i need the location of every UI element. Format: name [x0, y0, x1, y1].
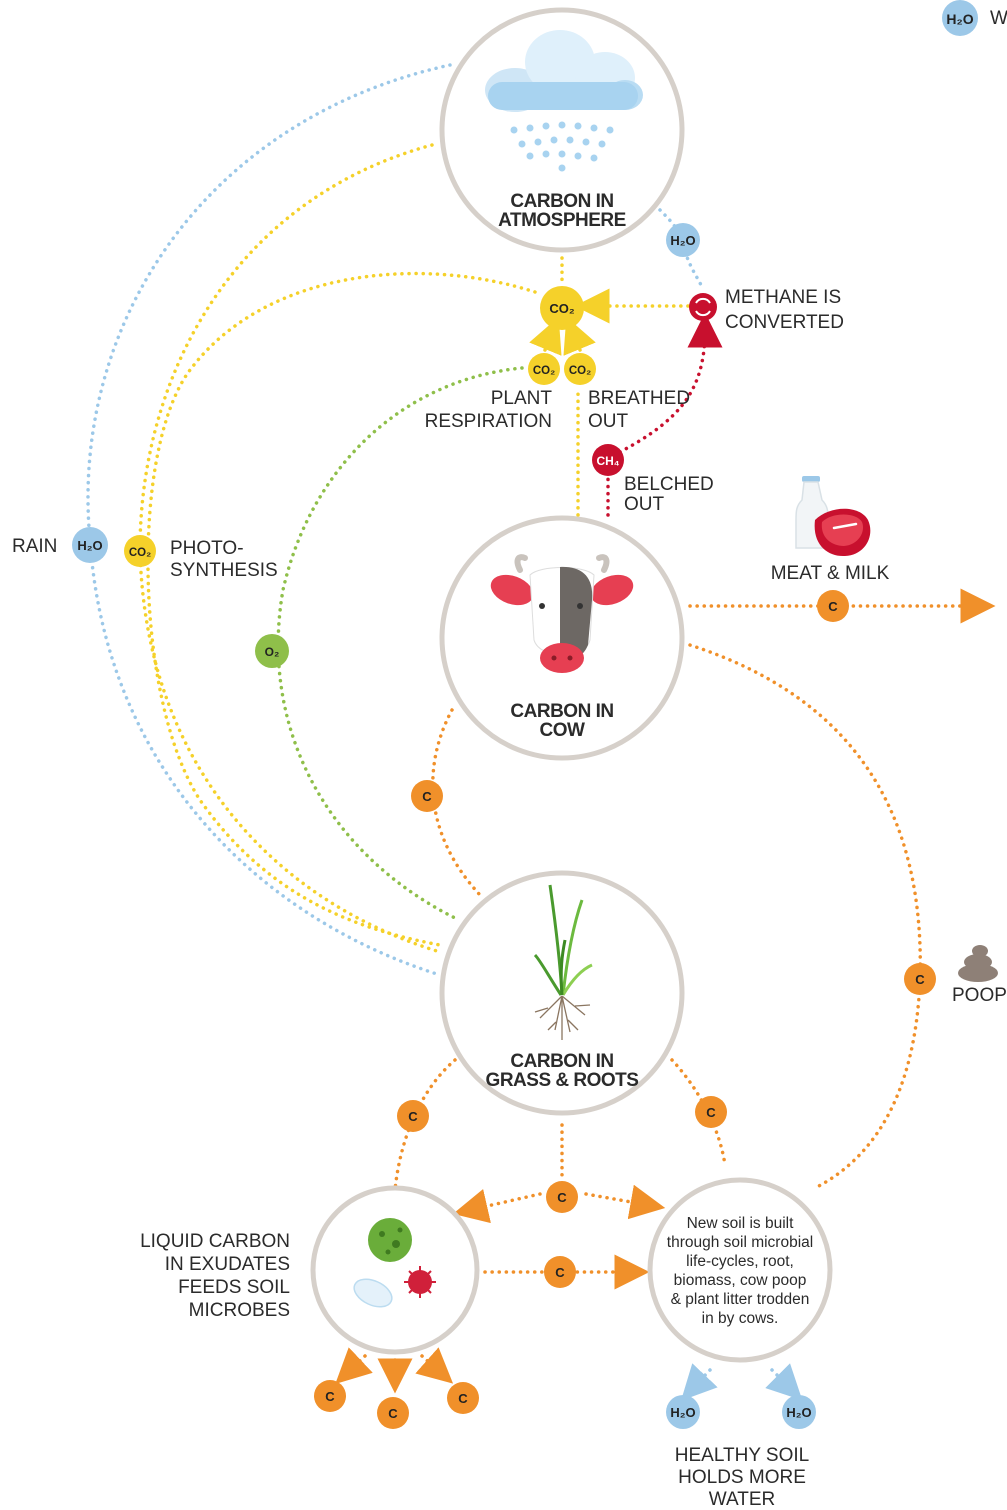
svg-text:C: C — [388, 1406, 398, 1421]
svg-text:O₂: O₂ — [265, 645, 280, 659]
oxygen-path — [276, 366, 524, 920]
svg-text:CO₂: CO₂ — [549, 301, 575, 316]
svg-text:CH₄: CH₄ — [596, 454, 619, 468]
carbon-badge-microbe-out-1: C — [314, 1380, 346, 1412]
co2-badge-photosynthesis: CO₂ — [124, 535, 156, 567]
grass-roots-icon — [533, 884, 593, 1040]
photosynthesis-label-line1: PHOTO- — [170, 538, 244, 559]
liquid-carbon-label-line4: MICROBES — [189, 1300, 290, 1321]
methane-label-line2: CONVERTED — [725, 312, 844, 333]
carbon-badge-microbe-out-2: C — [377, 1397, 409, 1429]
svg-text:H₂O: H₂O — [670, 233, 695, 248]
cow-title-line1: CARBON IN — [510, 701, 613, 722]
cow-title-line2: COW — [540, 720, 586, 741]
carbon-badge-cow-grass: C — [411, 780, 443, 812]
carbon-badge-microbes-soil: C — [544, 1256, 576, 1288]
liquid-carbon-label-line1: LIQUID CARBON — [140, 1231, 290, 1252]
svg-text:CO₂: CO₂ — [569, 365, 591, 377]
co2-badge-main: CO₂ — [540, 286, 584, 330]
svg-text:CO₂: CO₂ — [533, 365, 555, 377]
cloud-rain-icon — [485, 30, 643, 172]
co2-badge-breathed-out: CO₂ — [564, 353, 596, 385]
new-soil-line5: & plant litter trodden — [671, 1291, 810, 1308]
cow-head-icon — [490, 554, 634, 673]
microbes-node — [310, 1185, 480, 1355]
h2o-badge-rain: H₂O — [72, 527, 108, 563]
svg-text:C: C — [408, 1109, 418, 1124]
svg-text:CO₂: CO₂ — [129, 547, 151, 559]
meat-milk-label: MEAT & MILK — [771, 563, 890, 584]
svg-text:H₂O: H₂O — [77, 538, 102, 553]
svg-text:C: C — [915, 972, 925, 987]
svg-text:H₂O: H₂O — [946, 11, 973, 27]
atmosphere-node: CARBON IN ATMOSPHERE — [439, 7, 685, 253]
new-soil-line6: in by cows. — [702, 1310, 779, 1327]
co2-badge-plant-respiration: CO₂ — [528, 353, 560, 385]
new-soil-line1: New soil is built — [687, 1215, 795, 1232]
belched-out-label-line1: BELCHED — [624, 474, 714, 495]
poop-icon — [958, 945, 998, 982]
svg-text:C: C — [458, 1391, 468, 1406]
meat-steak-icon — [814, 508, 871, 557]
carbon-badge-microbe-out-3: C — [447, 1382, 479, 1414]
belched-out-label-line2: OUT — [624, 494, 665, 515]
svg-text:H₂O: H₂O — [786, 1405, 811, 1420]
svg-text:C: C — [706, 1105, 716, 1120]
h2o-badge-atmosphere: H₂O — [666, 223, 700, 257]
svg-text:C: C — [422, 789, 432, 804]
grass-node: CARBON IN GRASS & ROOTS — [439, 870, 685, 1116]
microbes-icon — [353, 1218, 436, 1308]
svg-text:C: C — [555, 1265, 565, 1280]
atmosphere-title-line1: CARBON IN — [510, 191, 613, 212]
svg-text:C: C — [557, 1190, 567, 1205]
atmosphere-title-line2: ATMOSPHERE — [498, 210, 626, 231]
liquid-carbon-label-line2: IN EXUDATES — [165, 1254, 290, 1275]
grass-title-line2: GRASS & ROOTS — [486, 1070, 639, 1091]
carbon-badge-grass-down: C — [546, 1181, 578, 1213]
svg-text:C: C — [828, 599, 838, 614]
carbon-badge-grass-right: C — [695, 1096, 727, 1128]
liquid-carbon-label-line3: FEEDS SOIL — [178, 1277, 290, 1298]
cow-node: CARBON IN COW — [439, 515, 685, 761]
svg-text:H₂O: H₂O — [670, 1405, 695, 1420]
carbon-badge-grass-left: C — [397, 1100, 429, 1132]
h2o-badge-soil-left: H₂O — [666, 1395, 700, 1429]
poop-label: POOP — [952, 985, 1007, 1006]
new-soil-line2: through soil microbial — [667, 1234, 813, 1251]
healthy-soil-label-line3: WATER — [709, 1489, 776, 1510]
plant-respiration-label-line2: RESPIRATION — [425, 411, 552, 432]
new-soil-node: New soil is built through soil microbial… — [647, 1177, 833, 1363]
breathed-out-label-line1: BREATHED — [588, 388, 690, 409]
new-soil-line3: life-cycles, root, — [686, 1253, 794, 1270]
carbon-badge-meat: C — [817, 590, 849, 622]
photosynthesis-label-line2: SYNTHESIS — [170, 560, 278, 581]
methane-label-line1: METHANE IS — [725, 287, 841, 308]
h2o-badge-soil-right: H₂O — [782, 1395, 816, 1429]
ch4-badge: CH₄ — [592, 444, 624, 476]
svg-text:C: C — [325, 1389, 335, 1404]
new-soil-line4: biomass, cow poop — [674, 1272, 807, 1289]
breathed-out-label-line2: OUT — [588, 411, 629, 432]
grass-title-line1: CARBON IN — [510, 1051, 613, 1072]
o2-badge: O₂ — [255, 634, 289, 668]
legend-water-text: W — [990, 8, 1007, 29]
rain-path — [86, 63, 452, 977]
healthy-soil-label-line2: HOLDS MORE — [678, 1467, 806, 1488]
recycle-icon — [689, 293, 717, 321]
plant-respiration-label-line1: PLANT — [491, 388, 553, 409]
photosynthesis-path-inner — [146, 271, 537, 947]
carbon-badge-poop: C — [904, 963, 936, 995]
healthy-soil-label-line1: HEALTHY SOIL — [675, 1445, 809, 1466]
legend-water-badge: H₂O — [942, 0, 978, 36]
rain-label: RAIN — [12, 536, 57, 557]
